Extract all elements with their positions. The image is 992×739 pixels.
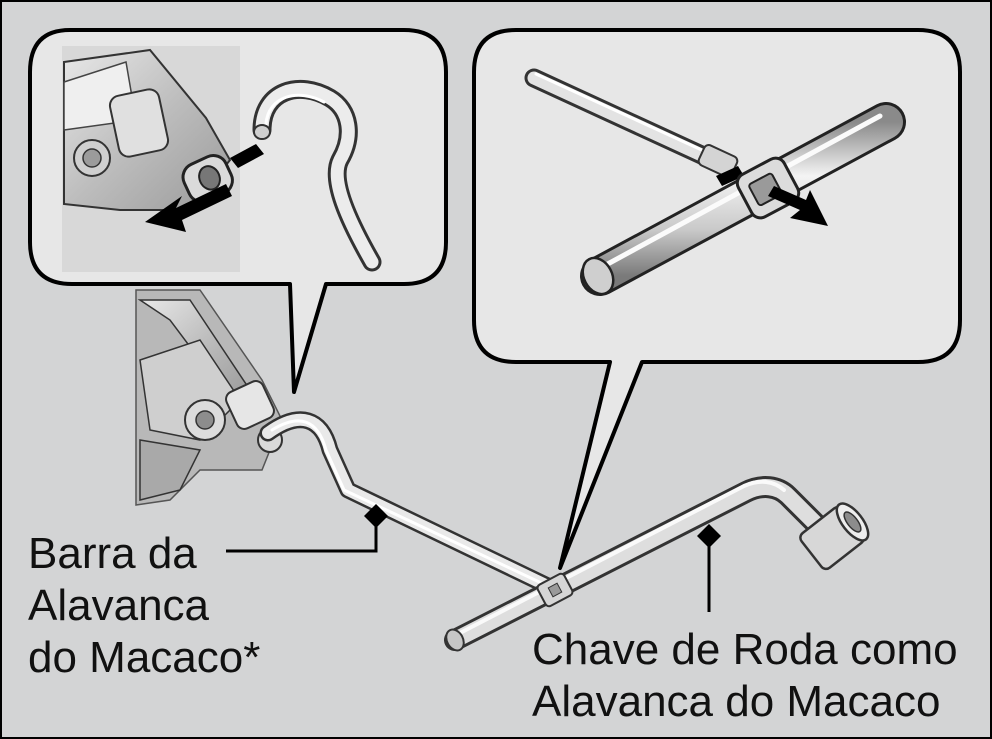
label-line: Alavanca do Macaco <box>532 677 941 726</box>
leader-barra <box>226 504 388 553</box>
lever-wrench-joint <box>536 572 574 608</box>
label-line: Alavanca <box>28 581 210 630</box>
wrench-socket <box>799 502 870 571</box>
callout-left <box>28 28 448 394</box>
jack-lever-bar <box>259 411 565 599</box>
insert-marker-left <box>230 144 264 168</box>
label-wheel-wrench: Chave de Roda como Alavanca do Macaco <box>532 624 958 728</box>
wheel-wrench <box>444 476 870 652</box>
arrow-pull-left <box>145 184 232 232</box>
arrow-pull-right <box>768 186 828 226</box>
insert-marker-right <box>716 166 744 186</box>
label-line: do Macaco* <box>28 633 261 682</box>
leader-chave <box>697 524 721 612</box>
lever-hook-detail <box>252 80 382 272</box>
jack-mechanism <box>135 289 283 506</box>
wrench-collar <box>735 156 801 220</box>
wrench-bar-detail <box>580 102 906 296</box>
callout-right <box>472 28 962 570</box>
label-line: Barra da <box>28 529 197 578</box>
label-jack-lever-bar: Barra da Alavanca do Macaco* <box>28 528 260 684</box>
label-line: Chave de Roda como <box>532 625 958 674</box>
lever-end-detail <box>524 68 739 178</box>
